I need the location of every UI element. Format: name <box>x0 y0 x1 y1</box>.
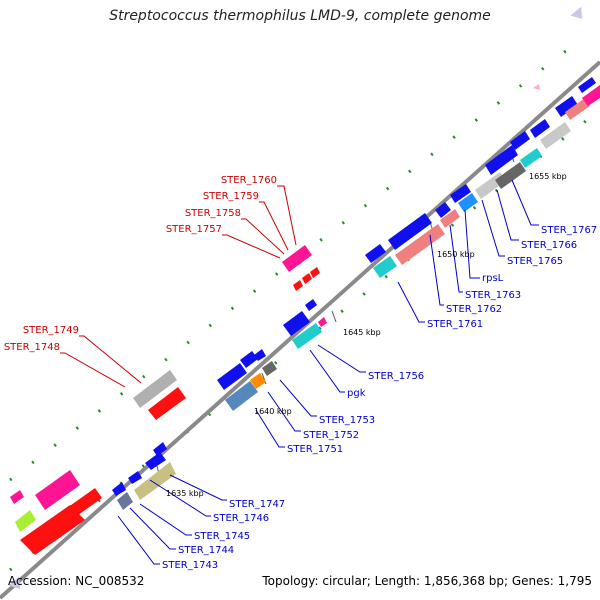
gene-cluster-1751-1756[interactable] <box>217 299 327 411</box>
accession-text: Accession: NC_008532 <box>8 574 145 588</box>
gene-label-ster-1752[interactable]: STER_1752 <box>303 430 359 441</box>
tick-labels: 1635 kbp 1640 kbp 1645 kbp 1650 kbp 1655… <box>166 172 567 498</box>
gene-cluster-1761-1767[interactable] <box>365 77 600 278</box>
gene-label-ster-1760[interactable]: STER_1760 <box>221 175 277 186</box>
gene-label-ster-1751[interactable]: STER_1751 <box>287 444 343 455</box>
genome-backbone <box>0 60 600 600</box>
map-title: Streptococcus thermophilus LMD-9, comple… <box>109 8 491 24</box>
gene-label-pgk[interactable]: pgk <box>347 388 366 399</box>
gene-label-ster-1765[interactable]: STER_1765 <box>507 256 563 267</box>
gene-label-ster-1761[interactable]: STER_1761 <box>427 319 483 330</box>
gene-label-ster-1746[interactable]: STER_1746 <box>213 513 269 524</box>
leader-lines-blue <box>117 179 539 565</box>
tick-label-1635: 1635 kbp <box>166 489 204 498</box>
gene-label-ster-1747[interactable]: STER_1747 <box>229 499 285 510</box>
tick-label-1640: 1640 kbp <box>254 407 292 416</box>
gene-cluster-1757-1760[interactable] <box>282 245 320 291</box>
topology-text: Topology: circular; Length: 1,856,368 bp… <box>262 574 592 588</box>
gene-label-ster-1756[interactable]: STER_1756 <box>368 371 424 382</box>
gene-label-ster-1757[interactable]: STER_1757 <box>166 224 222 235</box>
gene-label-ster-1762[interactable]: STER_1762 <box>446 304 502 315</box>
gene-label-ster-1745[interactable]: STER_1745 <box>194 531 250 542</box>
leader-lines-red <box>60 185 297 388</box>
navigate-up-icon[interactable] <box>570 6 587 24</box>
gene-cluster-left[interactable] <box>10 470 102 555</box>
gene-label-ster-1763[interactable]: STER_1763 <box>465 290 521 301</box>
gene-label-ster-1753[interactable]: STER_1753 <box>319 415 375 426</box>
navigate-down-icon[interactable] <box>8 576 25 594</box>
tick-label-1650: 1650 kbp <box>437 250 475 259</box>
tick-label-1645: 1645 kbp <box>343 328 381 337</box>
gene-label-ster-1744[interactable]: STER_1744 <box>178 545 234 556</box>
gene-cluster-1743-1747[interactable] <box>112 442 176 510</box>
gene-cluster-1748-1749[interactable] <box>133 370 186 420</box>
gene-label-ster-1766[interactable]: STER_1766 <box>521 240 577 251</box>
labels-red: STER_1760 STER_1759 STER_1758 STER_1757 … <box>4 175 277 353</box>
gene-label-ster-1748[interactable]: STER_1748 <box>4 342 60 353</box>
gene-label-ster-1767[interactable]: STER_1767 <box>541 225 597 236</box>
labels-blue: STER_1767 STER_1766 STER_1765 rpsL STER_… <box>162 225 597 571</box>
gene-label-ster-1749[interactable]: STER_1749 <box>23 325 79 336</box>
gene-label-ster-1759[interactable]: STER_1759 <box>203 191 259 202</box>
tick-label-1655: 1655 kbp <box>529 172 567 181</box>
gene-label-rpsl[interactable]: rpsL <box>482 273 504 284</box>
gene-label-ster-1758[interactable]: STER_1758 <box>185 208 241 219</box>
gene-label-ster-1743[interactable]: STER_1743 <box>162 560 218 571</box>
